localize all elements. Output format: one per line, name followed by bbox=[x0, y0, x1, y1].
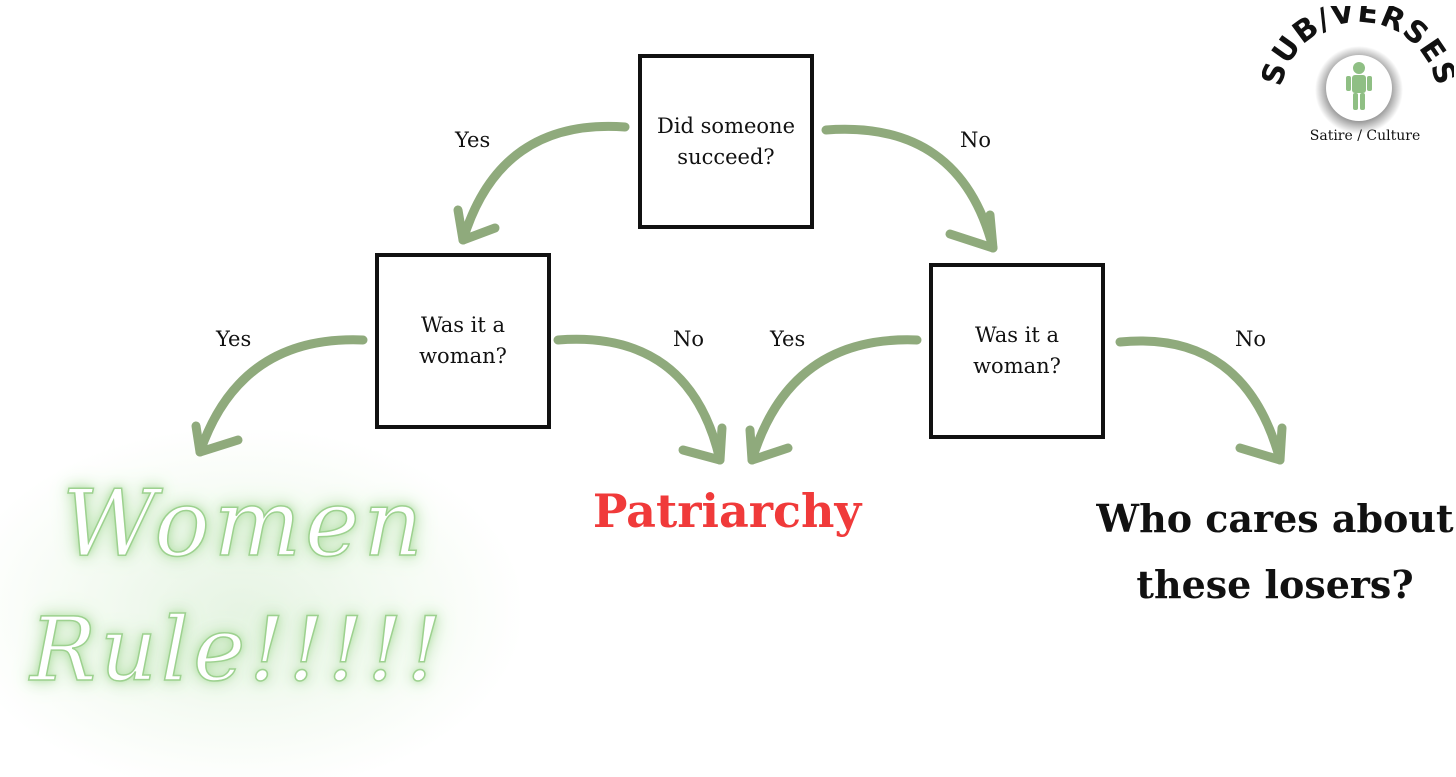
arrow-right-yes-head bbox=[745, 425, 793, 465]
label-root-no: No bbox=[960, 128, 992, 152]
arrow-right-no-curve bbox=[1115, 336, 1285, 465]
decision-right-text: Was it a woman? bbox=[973, 323, 1061, 378]
person-icon bbox=[1346, 62, 1372, 110]
arrow-right-no-head bbox=[1235, 423, 1287, 465]
outcome-women-rule-line1: Women bbox=[61, 469, 427, 578]
decision-root-text: Did someone succeed? bbox=[656, 113, 796, 169]
arrow-left-no-curve bbox=[553, 334, 725, 465]
outcome-losers: Who cares about these losers? bbox=[1096, 486, 1454, 618]
label-right-yes: Yes bbox=[770, 327, 806, 351]
neon-glow-background bbox=[0, 430, 520, 777]
arrow-left-no bbox=[553, 334, 727, 465]
outcome-losers-line2: these losers? bbox=[1136, 562, 1414, 607]
arrow-root-yes-curve bbox=[458, 121, 630, 245]
arrow-left-no-head bbox=[678, 423, 727, 465]
arrow-root-no-curve bbox=[821, 124, 998, 253]
arrow-left-yes-curve bbox=[195, 335, 368, 457]
arrow-left-yes bbox=[191, 335, 368, 457]
decision-left-text: Was it a woman? bbox=[419, 313, 507, 368]
arrow-root-no-head bbox=[945, 210, 998, 253]
logo-subtitle: Satire / Culture bbox=[1309, 128, 1421, 144]
label-left-no: No bbox=[673, 327, 705, 351]
arrow-right-no bbox=[1115, 336, 1287, 465]
label-left-yes: Yes bbox=[216, 327, 252, 351]
arrow-right-yes bbox=[745, 335, 922, 465]
arrow-root-yes-head bbox=[453, 205, 500, 245]
decision-box-root: Did someone succeed? bbox=[638, 54, 814, 229]
arrow-root-yes bbox=[453, 121, 630, 245]
label-root-yes: Yes bbox=[455, 128, 491, 152]
outcome-women-rule-line2: Rule!!!!! bbox=[29, 597, 446, 702]
decision-box-right: Was it a woman? bbox=[929, 263, 1105, 439]
outcome-losers-line1: Who cares about bbox=[1096, 496, 1454, 541]
arrow-root-no bbox=[821, 124, 998, 253]
label-right-no: No bbox=[1235, 327, 1267, 351]
arrow-left-yes-head bbox=[191, 421, 243, 457]
decision-box-left: Was it a woman? bbox=[375, 253, 551, 429]
outcome-patriarchy: Patriarchy bbox=[592, 484, 862, 538]
arrow-right-yes-curve bbox=[747, 335, 922, 465]
